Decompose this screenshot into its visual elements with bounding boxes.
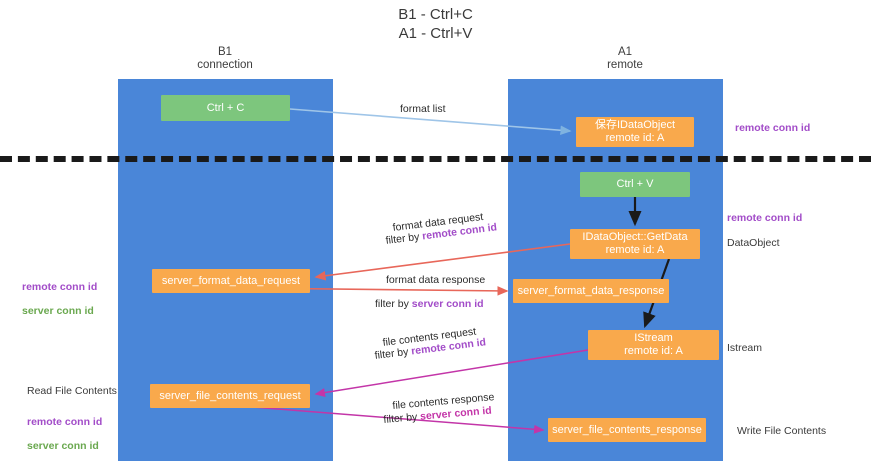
edge-label-format-data-response-filter: filter by server conn id — [375, 298, 484, 311]
filter-prefix: filter by — [383, 410, 421, 426]
filter-prefix: filter by — [375, 298, 412, 310]
diagram-title: B1 - Ctrl+C A1 - Ctrl+V — [398, 6, 473, 42]
label-remote-conn-id-mid: remote conn id — [727, 212, 803, 224]
label-write-file-contents: Write File Contents — [737, 425, 827, 437]
edge-label-format-data-response: format data response — [386, 274, 486, 286]
filter-prefix: filter by — [385, 230, 423, 247]
filter-key: server conn id — [411, 298, 484, 310]
label-server-conn-id-left-top: server conn id — [22, 305, 94, 317]
node-idataobject-getdata[interactable]: IDataObject::GetData remote id: A — [570, 229, 700, 259]
node-server-file-contents-request[interactable]: server_file_contents_request — [150, 384, 310, 408]
label-read-file-contents: Read File Contents — [27, 385, 117, 397]
label-remote-conn-id-top: remote conn id — [735, 122, 811, 134]
node-ctrl-v[interactable]: Ctrl + V — [580, 172, 690, 197]
label-istream: Istream — [727, 342, 763, 354]
node-server-format-data-response[interactable]: server_format_data_response — [513, 279, 669, 303]
node-idataobject[interactable]: 保存IDataObject remote id: A — [576, 117, 694, 147]
node-ctrl-c[interactable]: Ctrl + C — [161, 95, 290, 121]
label-remote-conn-id-left-bottom: remote conn id — [27, 416, 103, 428]
column-header-a1: A1 remote — [607, 46, 643, 71]
node-istream[interactable]: IStream remote id: A — [588, 330, 719, 360]
node-server-file-contents-response[interactable]: server_file_contents_response — [548, 418, 706, 442]
edge-label-format-list: format list — [400, 103, 446, 115]
label-left-conn-ids-bottom: remote conn id server conn id — [27, 404, 102, 464]
label-left-conn-ids-top: remote conn id server conn id — [22, 269, 97, 329]
label-remote-conn-id-left-top: remote conn id — [22, 281, 98, 293]
node-server-format-data-request[interactable]: server_format_data_request — [152, 269, 310, 293]
section-separator — [0, 156, 871, 162]
label-dataobject: DataObject — [727, 237, 780, 249]
column-header-b1: B1 connection — [197, 46, 253, 71]
filter-prefix: filter by — [374, 345, 412, 362]
label-server-conn-id-left-bottom: server conn id — [27, 440, 99, 452]
